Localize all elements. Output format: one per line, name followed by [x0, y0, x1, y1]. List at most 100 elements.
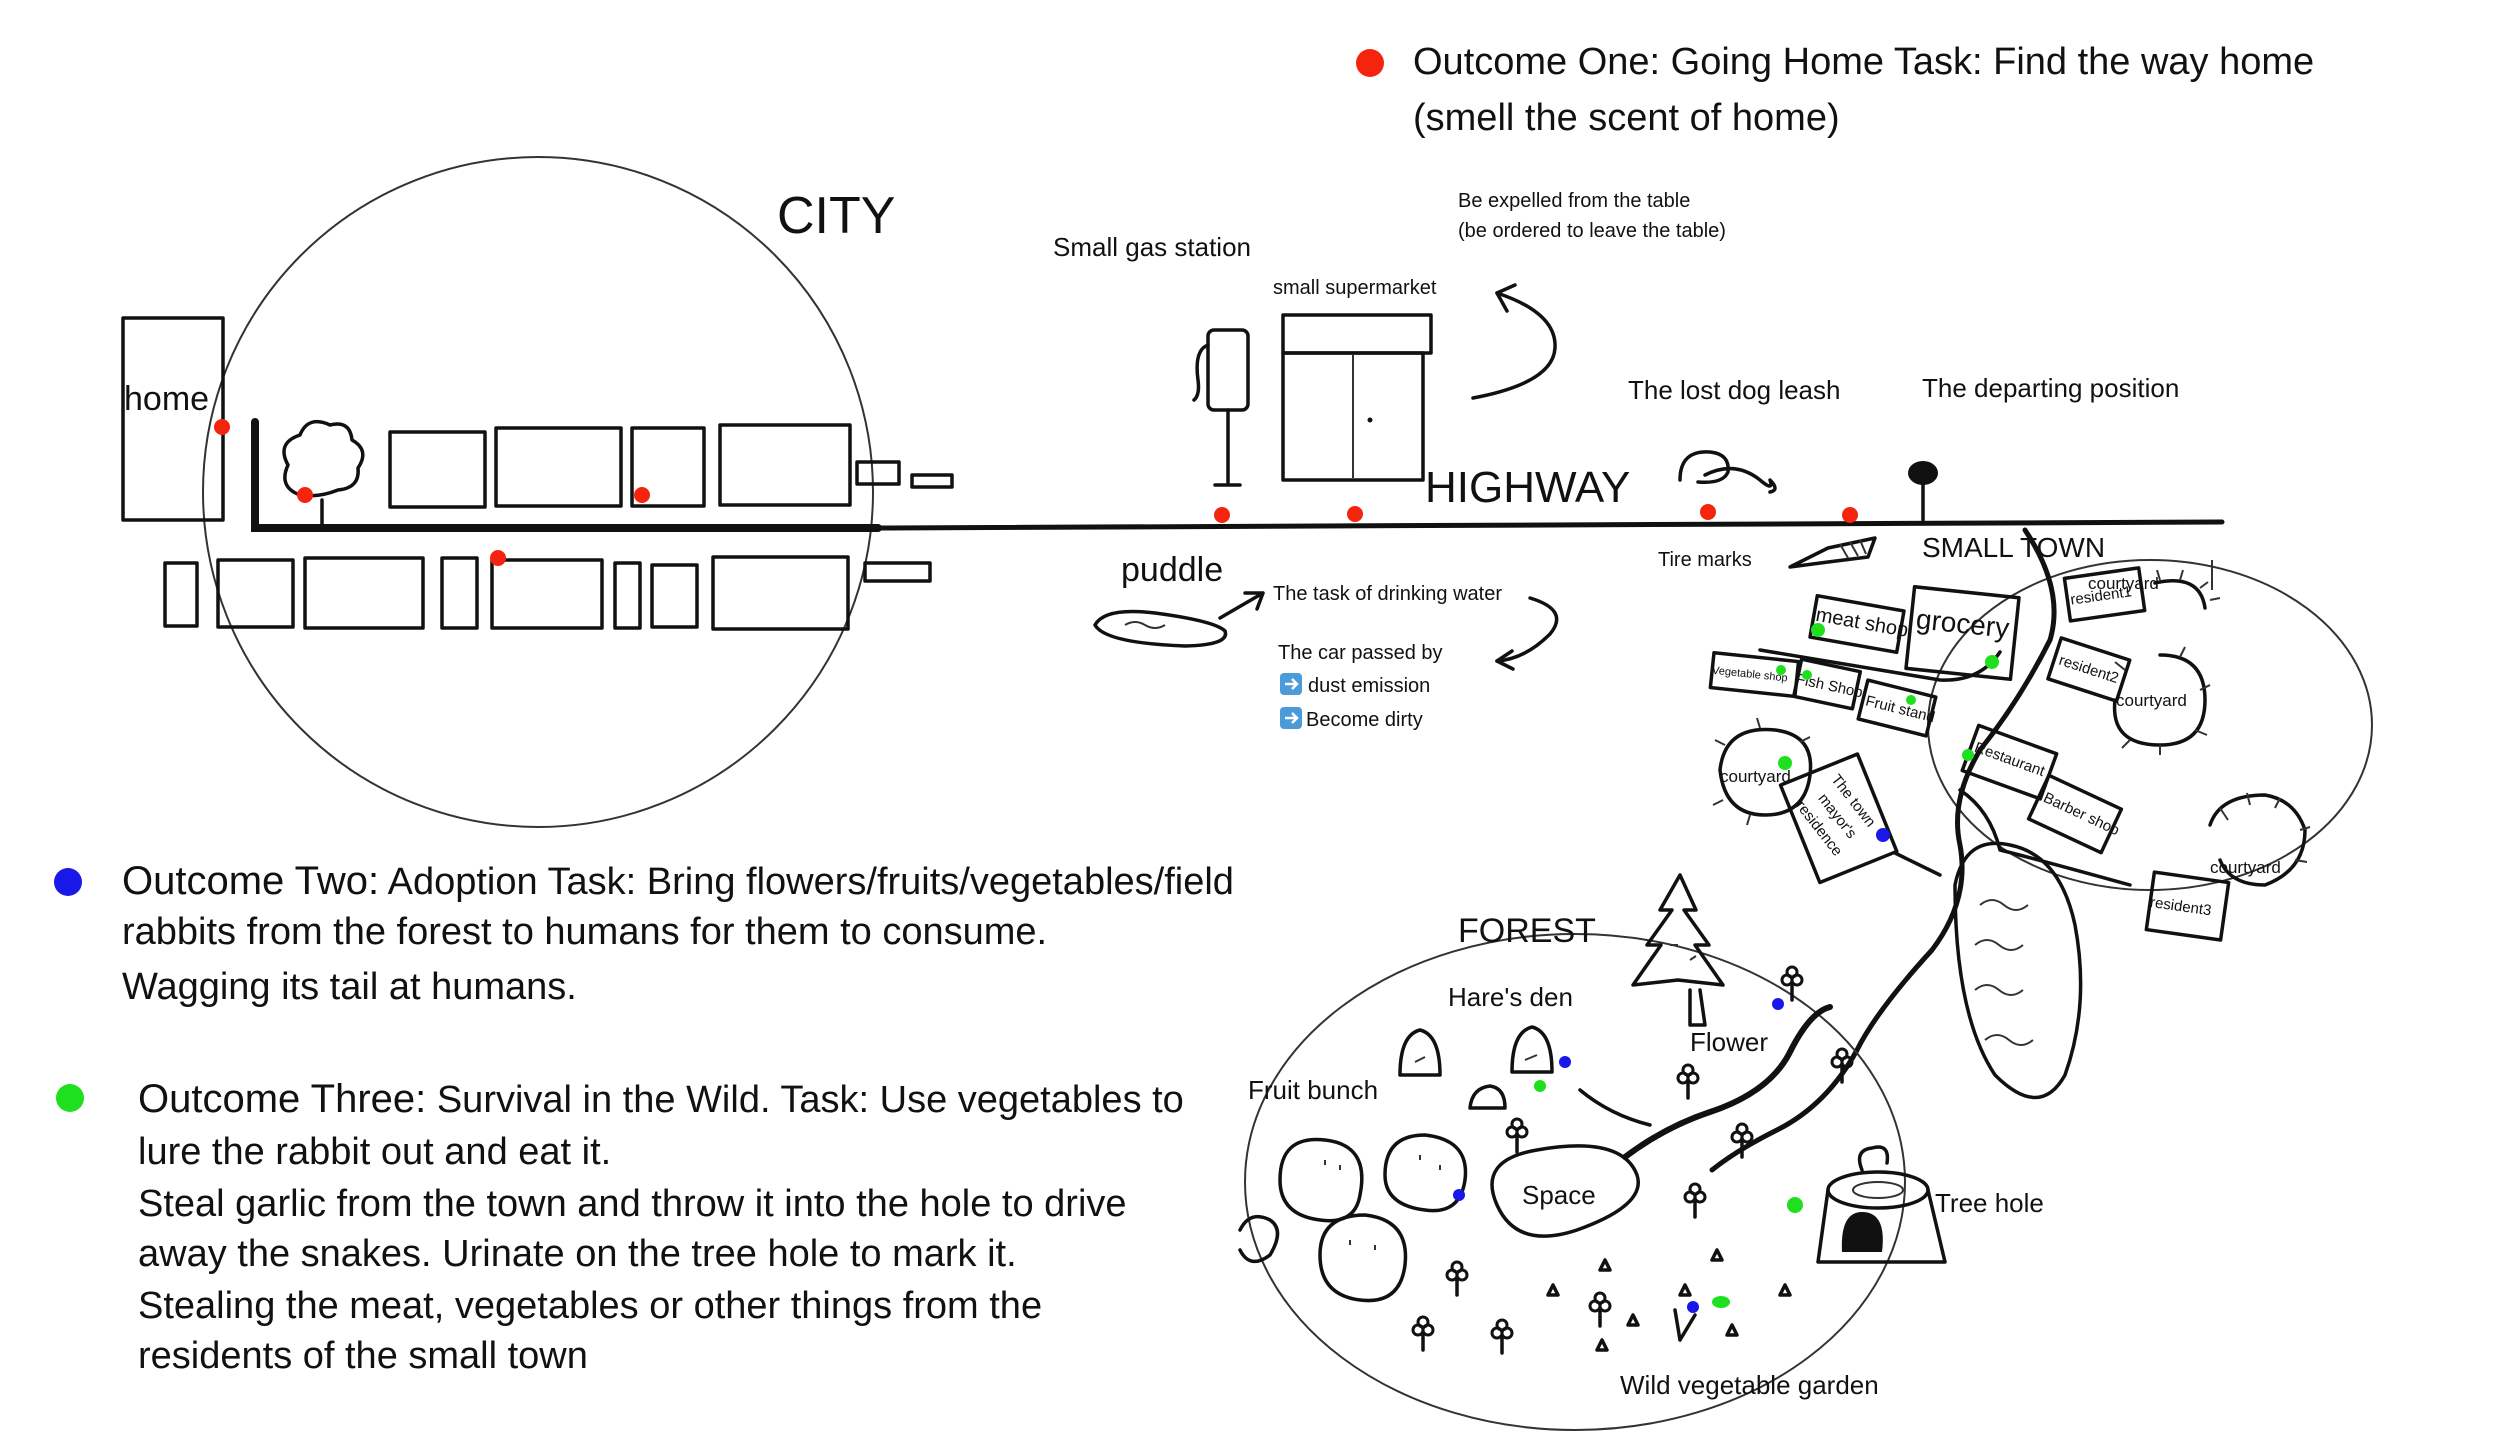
flower-label: Flower	[1690, 1027, 1768, 1057]
flower-icon	[1683, 1182, 1707, 1219]
outcome-two-legend: Outcome Two: Adoption Task: Bring flower…	[54, 859, 1234, 1008]
gas-station-icon	[1192, 328, 1250, 487]
fruit-stand-building: Fruit stand	[1856, 678, 1938, 738]
courtyard-label-4: courtyard	[2210, 858, 2281, 877]
pond-icon	[1953, 841, 2083, 1100]
courtyard-icon: courtyard	[1712, 717, 1813, 826]
city-building	[494, 426, 623, 508]
leash-icon	[1678, 450, 1777, 494]
space-label: Space	[1522, 1180, 1596, 1210]
city-building	[440, 556, 479, 630]
outcome-three-marker	[1985, 655, 1999, 669]
highway-title: HIGHWAY	[1425, 463, 1630, 512]
city-building	[718, 423, 852, 507]
forest-region: FOREST Hare's den Flower	[1238, 873, 2044, 1431]
curved-arrow-icon	[1495, 596, 1559, 671]
tree-stump-icon	[1816, 1145, 1947, 1264]
flower-icon	[1411, 1315, 1435, 1352]
flower-icon	[1780, 965, 1804, 1002]
outcome-three-line4: away the snakes. Urinate on the tree hol…	[138, 1233, 1017, 1275]
outcome-two-blue-dot	[54, 868, 82, 896]
town-road-branch	[1893, 851, 1942, 877]
outcome-three-line5: Stealing the meat, vegetables or other t…	[138, 1285, 1042, 1327]
outcome-three-marker	[1802, 670, 1812, 680]
fruit-bunch-label: Fruit bunch	[1248, 1075, 1378, 1105]
pine-tree-icon	[1631, 873, 1725, 1027]
outcome-three-marker	[1787, 1197, 1803, 1213]
forest-title: FOREST	[1458, 912, 1596, 950]
hare-den-icon	[1510, 1025, 1554, 1074]
town-road	[1709, 527, 2057, 1173]
outcome-one-marker	[634, 487, 650, 503]
flower-icon	[1830, 1047, 1854, 1084]
outcome-one-marker	[1700, 504, 1716, 520]
drinking-label: The task of drinking water	[1273, 583, 1502, 605]
city-building	[490, 558, 604, 630]
flower-icon	[1730, 1122, 1754, 1159]
outcome-two-line3: Wagging its tail at humans.	[122, 966, 577, 1008]
city-building	[303, 556, 425, 630]
grocery-building: grocery	[1904, 585, 2021, 682]
outcome-one-marker	[1842, 507, 1858, 523]
highway-region: HIGHWAY Small gas station small supermar…	[875, 190, 2225, 731]
flower-icon	[1505, 1117, 1529, 1154]
outcome-three-title: Outcome Three:	[138, 1077, 426, 1121]
car-passed-label: The car passed by	[1278, 642, 1443, 664]
outcome-three-legend: Outcome Three: Survival in the Wild. Tas…	[56, 1077, 1184, 1377]
fruit-bunch-icon	[1238, 1133, 1468, 1303]
resident3-building: resident3	[2144, 870, 2231, 942]
city-boundary-circle	[202, 156, 874, 828]
outcome-two-marker	[1876, 828, 1890, 842]
resident3-label: resident3	[2149, 894, 2212, 919]
courtyard-label-3: courtyard	[1720, 767, 1791, 786]
meat-shop-building: meat shop	[1808, 593, 1910, 655]
outcome-three-marker	[1534, 1080, 1546, 1092]
outcome-two-line2: rabbits from the forest to humans for th…	[122, 911, 1047, 953]
hares-den-label: Hare's den	[1448, 982, 1573, 1012]
small-town-title: SMALL TOWN	[1922, 532, 2105, 563]
outcome-one-line2: (smell the scent of home)	[1413, 97, 1840, 139]
forest-trail	[1622, 1004, 1833, 1160]
space-area: Space	[1490, 1144, 1640, 1238]
wild-garden-label: Wild vegetable garden	[1620, 1370, 1879, 1400]
grocery-label: grocery	[1915, 603, 2011, 644]
outcome-three-line1: Outcome Three: Survival in the Wild. Tas…	[138, 1077, 1184, 1121]
tree-icon	[282, 419, 365, 530]
puddle-icon	[1093, 591, 1265, 648]
supermarket-label: small supermarket	[1273, 277, 1437, 299]
small-town-region: SMALL TOWN grocery meat shop Vegetable s…	[1708, 527, 2373, 1173]
city-building	[163, 561, 199, 628]
leash-label: The lost dog leash	[1628, 375, 1840, 405]
outcome-three-line6: residents of the small town	[138, 1335, 588, 1377]
outcome-three-line3: Steal garlic from the town and throw it …	[138, 1183, 1127, 1225]
flower-icon	[1445, 1260, 1469, 1297]
resident2-label: resident2	[2057, 652, 2121, 687]
barber-shop-building: Barber shop	[2026, 773, 2124, 855]
expelled-line2: (be ordered to leave the table)	[1458, 220, 1726, 242]
outcome-three-marker	[1811, 623, 1825, 637]
city-building	[855, 460, 901, 486]
city-building	[388, 430, 487, 509]
forest-boundary	[1244, 933, 1906, 1431]
vegetable-sprout-icon	[1546, 1248, 1792, 1352]
outcome-two-marker	[1687, 1301, 1699, 1313]
dust-label: dust emission	[1308, 675, 1430, 697]
courtyard-icon: courtyard	[2088, 560, 2221, 610]
puddle-label: puddle	[1121, 551, 1223, 589]
city-building	[630, 426, 706, 508]
outcome-two-line1-text: Adoption Task: Bring flowers/fruits/vege…	[379, 861, 1234, 903]
city-title: CITY	[777, 187, 895, 245]
forest-trail-branch	[1578, 1088, 1652, 1127]
flower-icon	[1676, 1063, 1700, 1100]
mayor-residence-building: The town mayor's residence	[1778, 752, 1899, 885]
curved-arrow-icon	[1471, 283, 1557, 400]
city-building	[863, 561, 932, 583]
outcome-two-line1: Outcome Two: Adoption Task: Bring flower…	[122, 859, 1234, 903]
outcome-three-marker	[1712, 1296, 1730, 1308]
outcome-three-green-dot	[56, 1084, 84, 1112]
departing-pin-icon	[1908, 461, 1938, 522]
outcome-three-line2: lure the rabbit out and eat it.	[138, 1131, 611, 1173]
city-block-outline	[251, 418, 882, 532]
courtyard-icon: courtyard	[2208, 792, 2311, 887]
tire-marks-icon	[1788, 536, 1877, 569]
